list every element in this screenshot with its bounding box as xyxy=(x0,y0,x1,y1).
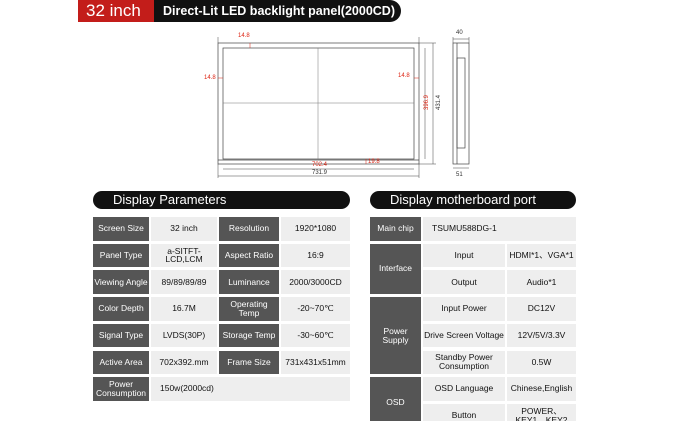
panel-drawing xyxy=(217,37,470,178)
param-value: 89/89/89/89 xyxy=(151,270,217,294)
dim-inner-width: 702.4 xyxy=(312,162,328,168)
display-parameters-title: Display Parameters xyxy=(93,191,350,209)
size-label: 32 inch xyxy=(78,0,154,22)
param-label: Resolution xyxy=(219,217,279,241)
port-name: Input Power xyxy=(423,297,505,321)
port-name: OSD Language xyxy=(423,377,505,401)
dim-top-margin: 14.8 xyxy=(238,33,250,39)
dim-outer-width: 731.9 xyxy=(312,170,328,176)
port-value: 0.5W xyxy=(507,350,576,374)
param-label: Storage Temp xyxy=(219,323,279,348)
param-value: 32 inch xyxy=(151,217,217,241)
header-bar xyxy=(78,0,401,22)
param-value: 16:9 xyxy=(281,243,350,268)
param-label: Aspect Ratio xyxy=(219,243,279,268)
port-name: Drive Screen Voltage xyxy=(423,323,505,348)
param-value: 150w(2000cd) xyxy=(151,377,350,401)
param-value: -20~70℃ xyxy=(281,297,350,321)
port-name: Input xyxy=(423,243,505,268)
group-label: Power Supply xyxy=(370,297,421,374)
group-label: Interface xyxy=(370,243,421,294)
dim-right-margin: 14.8 xyxy=(398,73,410,79)
param-label: Power Consumption xyxy=(93,377,149,401)
port-value: 12V/5V/3.3V xyxy=(507,323,576,348)
port-value: Chinese,English xyxy=(507,377,576,401)
dim-outer-height: 431.4 xyxy=(436,94,442,110)
param-label: Operating Temp xyxy=(219,297,279,321)
param-value: 731x431x51mm xyxy=(281,350,350,374)
param-value: 2000/3000CD xyxy=(281,270,350,294)
outer-frame xyxy=(217,42,420,165)
motherboard-title: Display motherboard port xyxy=(370,191,576,209)
param-label: Signal Type xyxy=(93,323,149,348)
param-value: 16.7M xyxy=(151,297,217,321)
dim-side-depth: 51 xyxy=(456,172,463,178)
chip-label: Main chip xyxy=(370,217,421,241)
param-label: Screen Size xyxy=(93,217,149,241)
param-label: Active Area xyxy=(93,350,149,374)
param-label: Panel Type xyxy=(93,243,149,268)
param-label: Frame Size xyxy=(219,350,279,374)
param-value: 702x392.mm xyxy=(151,350,217,374)
port-value: Audio*1 xyxy=(507,270,576,294)
chip-value: TSUMU588DG-1 xyxy=(423,217,576,241)
dim-inner-height: 396.9 xyxy=(424,94,430,110)
port-name: Button xyxy=(423,403,505,421)
port-name: Standby Power Consumption xyxy=(423,350,505,374)
dim-bottom-margin: 19.8 xyxy=(368,159,380,165)
param-label: Viewing Angle xyxy=(93,270,149,294)
param-value: -30~60℃ xyxy=(281,323,350,348)
param-value: 1920*1080 xyxy=(281,217,350,241)
dim-depth: 40 xyxy=(456,30,463,36)
group-label: OSD xyxy=(370,377,421,421)
port-name: Output xyxy=(423,270,505,294)
param-label: Color Depth xyxy=(93,297,149,321)
param-label: Luminance xyxy=(219,270,279,294)
side-view xyxy=(452,42,470,165)
port-value: POWER、KEY1、KEY2 xyxy=(507,403,576,421)
port-value: HDMI*1、VGA*1 xyxy=(507,243,576,268)
param-value: a-SITFT-LCD,LCM xyxy=(151,243,217,268)
active-area xyxy=(222,47,415,160)
port-value: DC12V xyxy=(507,297,576,321)
header-subtitle: Direct-Lit LED backlight panel(2000CD) xyxy=(163,4,395,18)
dim-left-margin: 14.8 xyxy=(204,75,216,81)
param-value: LVDS(30P) xyxy=(151,323,217,348)
